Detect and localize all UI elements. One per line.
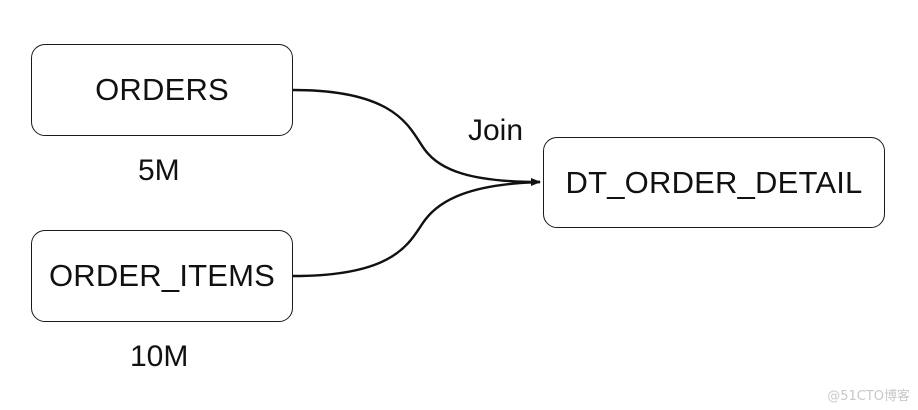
- node-order-items: ORDER_ITEMS: [31, 230, 293, 322]
- node-orders: ORDERS: [31, 44, 293, 136]
- node-order-items-label: ORDER_ITEMS: [48, 258, 276, 293]
- edge-items-to-detail: [292, 180, 541, 278]
- node-dt-order-detail: DT_ORDER_DETAIL: [543, 137, 885, 228]
- watermark: @51CTO博客: [827, 389, 910, 404]
- orders-size-label: 5M: [138, 154, 180, 187]
- node-dt-order-detail-label: DT_ORDER_DETAIL: [565, 164, 863, 200]
- edge-orders-to-detail: [292, 88, 541, 186]
- node-orders-label: ORDERS: [95, 72, 229, 107]
- order-items-size-label: 10M: [130, 340, 189, 373]
- join-label: Join: [468, 114, 524, 147]
